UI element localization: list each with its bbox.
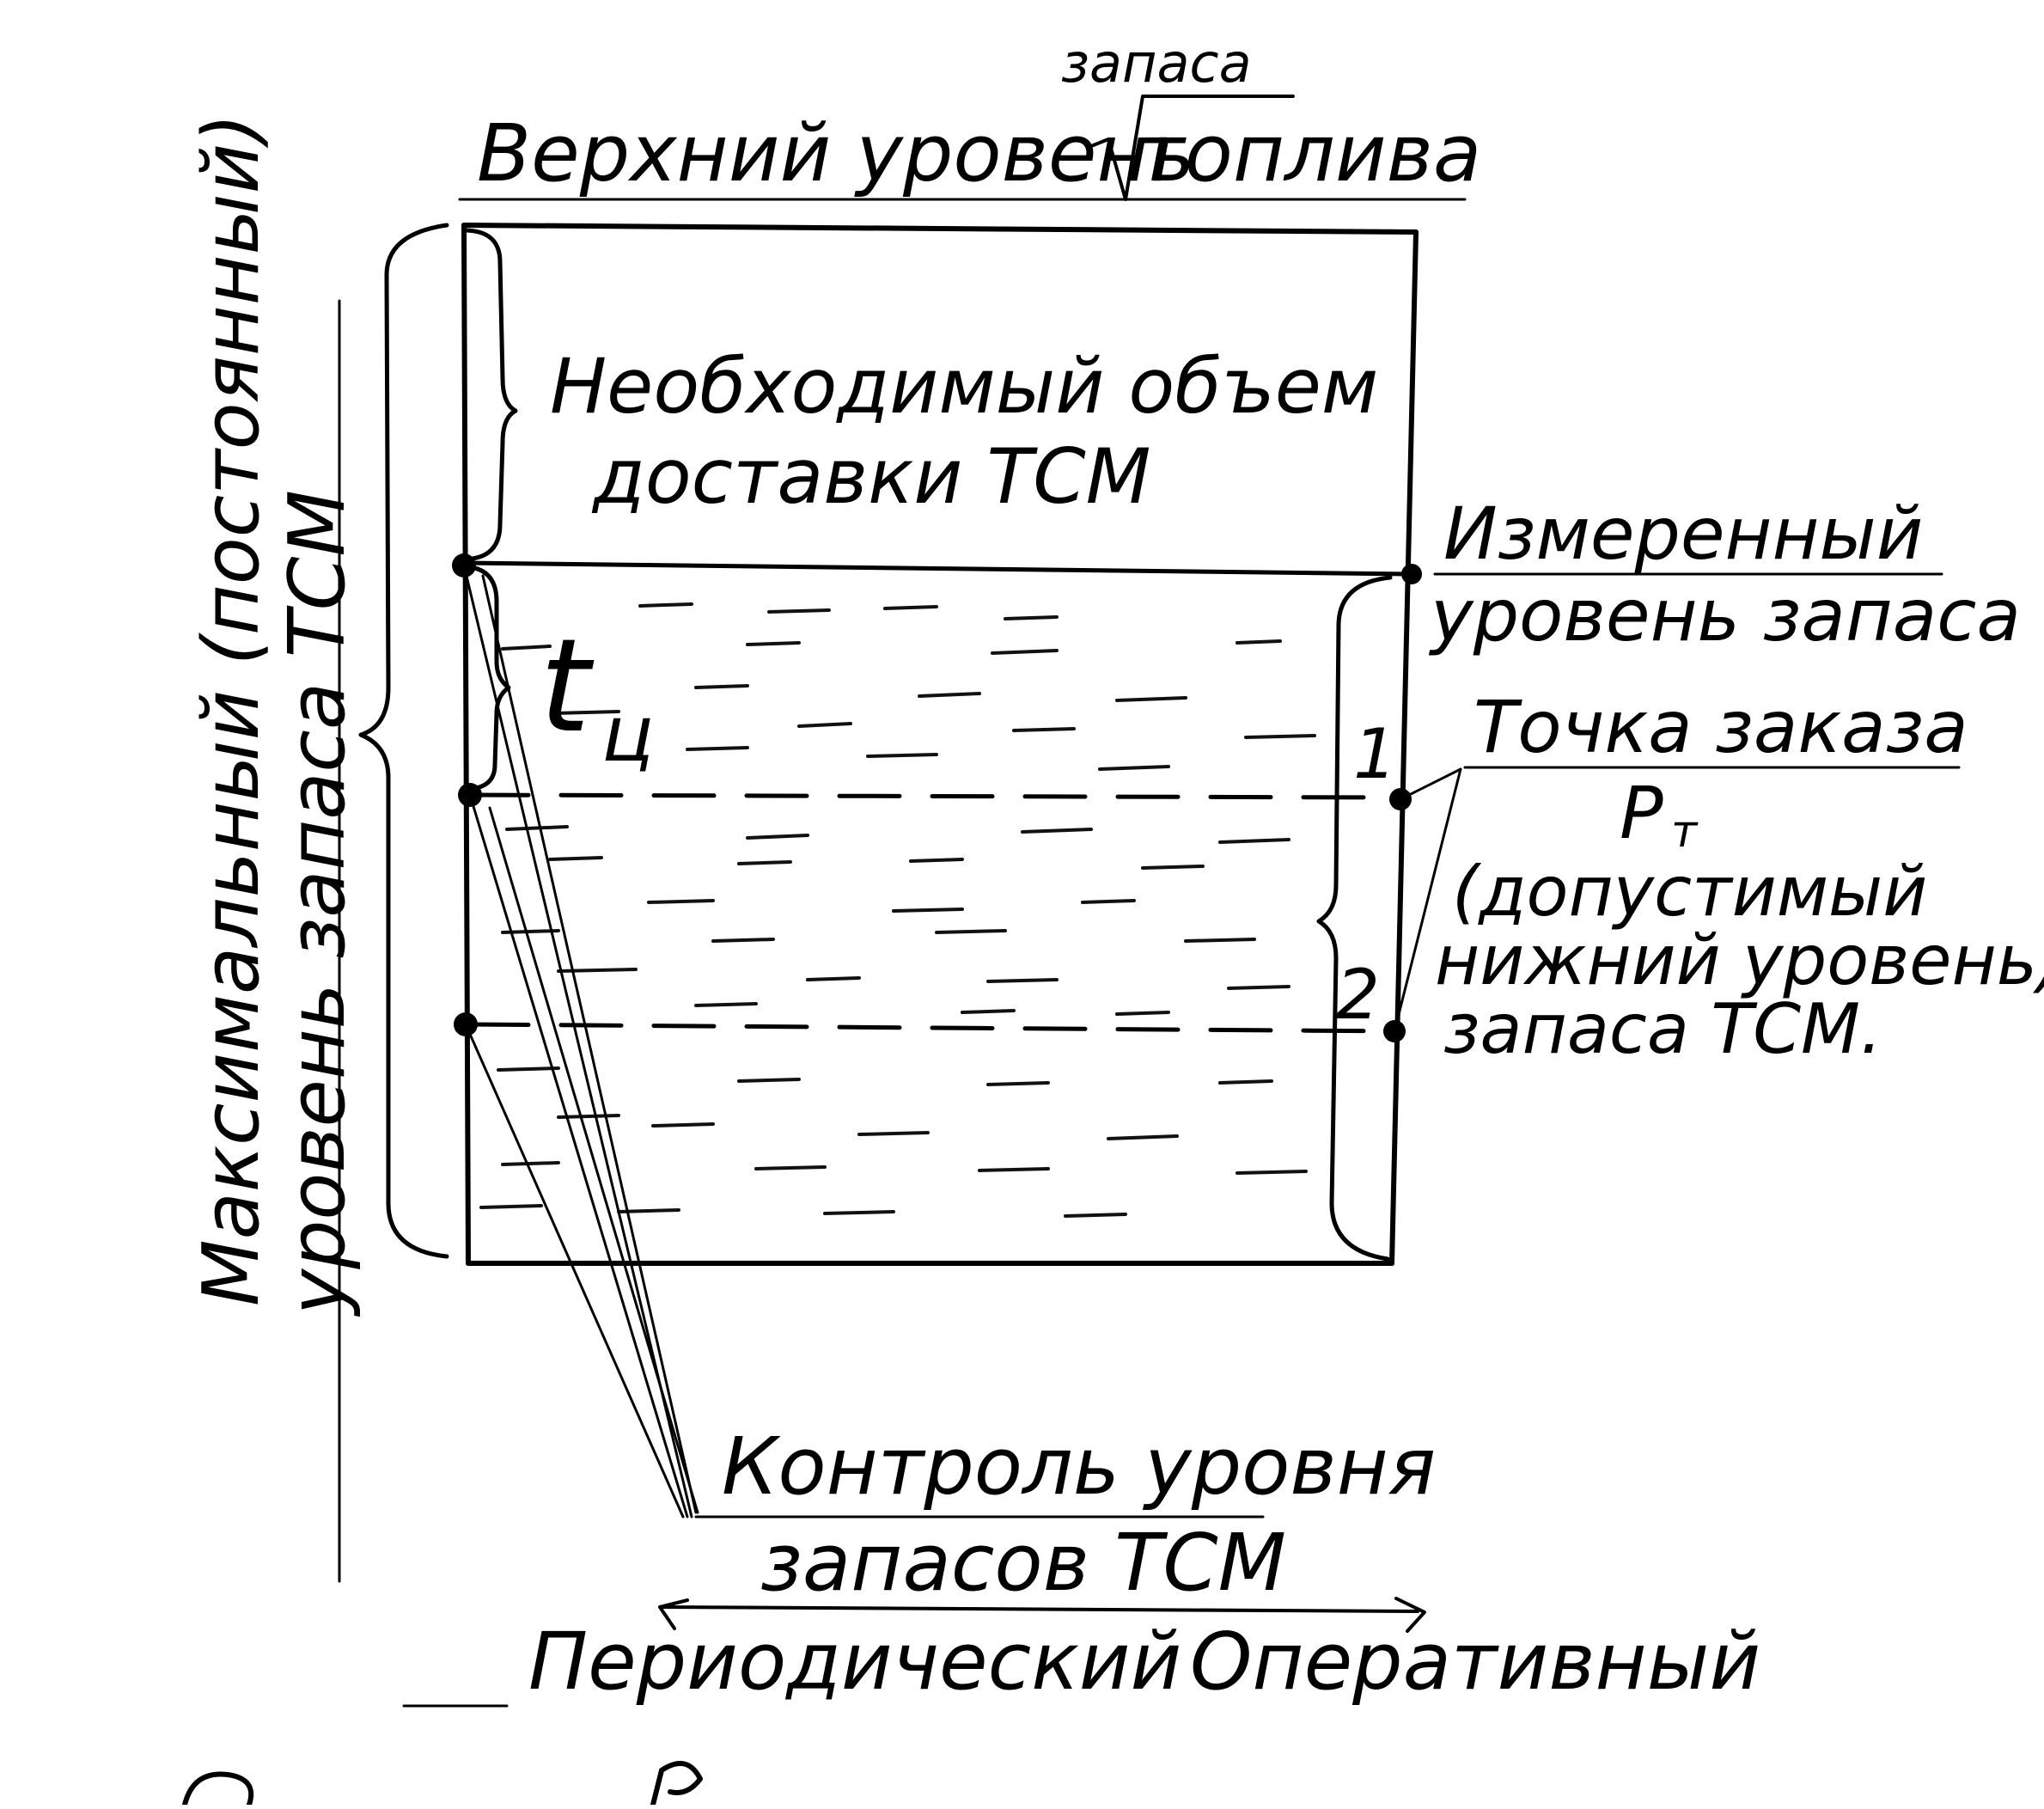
cutoff-handwriting — [182, 1761, 703, 1807]
volume-label: Необходимый объем доставки ТСМ — [550, 342, 1378, 521]
top-label-superscript: запаса — [1061, 32, 1252, 95]
control-label-line-1: Контроль уровня — [722, 1421, 1436, 1513]
tc-symbol: t — [540, 612, 595, 761]
top-label-root-word: топлива — [1138, 107, 1481, 199]
tank-right-wall — [1389, 229, 1419, 1266]
tank — [461, 223, 1419, 1266]
modes-arrow — [658, 1597, 1426, 1633]
top-label-prefix: Верхний уровень — [477, 107, 1195, 199]
tc-subscript: ц — [601, 689, 654, 779]
point-right-measured — [1401, 564, 1422, 584]
max-level-label: Максимальный (постоянный) уровень запаса… — [186, 113, 363, 1317]
measured-level-line — [461, 560, 1412, 577]
order-point-symbol-subscript: т — [1671, 806, 1699, 858]
tank-left-wall — [461, 223, 471, 1266]
control-label: Контроль уровня запасов ТСМ — [694, 1421, 1436, 1609]
modes-label: Периодический Оперативный — [528, 1616, 1760, 1708]
marker-2: 2 — [1336, 955, 1380, 1035]
order-point-note-2: нижний уровень) — [1435, 920, 2044, 1000]
control-lines — [462, 564, 1462, 1519]
mode-operative: Оперативный — [1190, 1616, 1760, 1708]
volume-label-line-1: Необходимый объем — [550, 342, 1378, 431]
order-point-label: Точка заказа P т (допустимый нижний уров… — [1435, 685, 2044, 1069]
level-1-dashed-line — [466, 792, 1403, 800]
order-point-title: Точка заказа — [1474, 685, 1968, 769]
left-braces — [358, 223, 518, 1259]
tc-label: t ц — [540, 612, 654, 779]
order-point-note-3: запаса ТСМ. — [1443, 989, 1882, 1069]
level-range-brace — [1316, 575, 1393, 1262]
measured-level-line-2: уровень запаса — [1428, 573, 2021, 657]
level-2-dashed-line — [466, 1022, 1403, 1034]
order-point-symbol: P — [1620, 771, 1663, 855]
tank-top-edge — [461, 223, 1419, 235]
measured-level-line-1: Измеренный — [1443, 492, 1923, 576]
top-label: запаса Верхний уровень топлива — [458, 32, 1481, 201]
volume-label-line-2: доставки ТСМ — [591, 432, 1151, 521]
marker-1: 1 — [1353, 714, 1397, 794]
liquid-hatching — [479, 602, 1316, 1218]
max-level-line-1: Максимальный (постоянный) — [186, 113, 277, 1306]
order-point-note-1: (допустимый — [1452, 852, 1927, 932]
max-level-brace — [358, 223, 449, 1259]
max-level-line-2: уровень запаса ТСМ — [272, 490, 363, 1317]
mode-periodic: Периодический — [528, 1616, 1181, 1708]
control-label-line-2: запасов ТСМ — [760, 1517, 1286, 1609]
measured-level-label: Измеренный уровень запаса — [1428, 492, 2021, 657]
volume-brace — [461, 228, 518, 561]
